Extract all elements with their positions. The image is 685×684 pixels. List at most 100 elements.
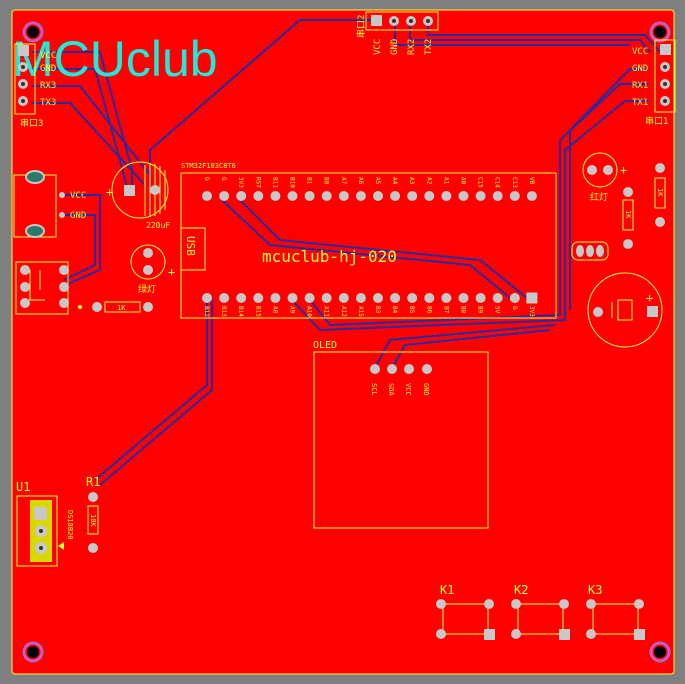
u1-sensor: U1 DS18B20: [16, 480, 74, 567]
mcu-pin-label: B14: [237, 306, 244, 317]
mcu-pin-pad: [373, 293, 383, 303]
uart2-pin-label: VCC: [373, 39, 383, 55]
mcu-pin-pad: [338, 293, 349, 303]
mcu-pin-label: VB: [528, 177, 535, 185]
power-pin-label: GND: [70, 211, 86, 221]
red-led: + 红灯: [582, 152, 627, 203]
mcu-pin-pad: [338, 191, 349, 201]
mcu-pin-pad: [526, 191, 537, 201]
uart1-pin-label: GND: [632, 64, 648, 74]
mcu-pin-label: B4: [391, 306, 398, 314]
mcu-pin-label: A9: [289, 306, 296, 314]
red-led-resistor: 1K: [622, 187, 634, 249]
uart3-label: 串口3: [20, 118, 43, 129]
mcu-pin-label: A8: [271, 306, 278, 314]
mcu-pin-pad: [458, 191, 469, 201]
mcu-pin-pad: [355, 191, 366, 201]
mcu-pin-label: 3V3: [237, 177, 244, 188]
mcu-pin-pad: [219, 293, 230, 303]
mcu-pin-pad: [526, 292, 538, 304]
led-resistor: 1K: [78, 301, 153, 313]
uart3-pin-label: RX3: [40, 81, 56, 91]
mcu-pin-pad: [304, 191, 315, 201]
u1-part: DS18B20: [66, 510, 74, 540]
u1-label: U1: [16, 480, 30, 494]
mcu-pin-pad: [321, 191, 332, 201]
mcu-pin-pad: [355, 293, 366, 303]
mcu-pin-label: A6: [357, 177, 364, 185]
r1-value: 10K: [89, 514, 97, 527]
mcu-pin-pad: [202, 191, 212, 201]
led-resistor-value: 1K: [117, 304, 126, 312]
mcu-pin-pad: [373, 191, 383, 201]
mcu-pin-label: B6: [425, 306, 432, 314]
mounting-holes: [22, 21, 671, 663]
mcu-pin-label: A5: [374, 177, 381, 185]
oled-display: OLED SCL SDA VCC GND: [313, 340, 489, 529]
capacitor-value: 220uF: [146, 221, 170, 230]
mcu-pin-pad: [304, 293, 315, 303]
mcu-pin-label: G: [203, 177, 210, 181]
uart1-pin-label: RX1: [632, 81, 648, 91]
mcu-pin-pad: [321, 293, 332, 303]
mcu-pin-label: B0: [323, 177, 330, 185]
board-title: mcuclub-hj-020: [262, 247, 397, 266]
mcu-pin-label: C15: [477, 177, 484, 188]
mcu-pin-pad: [253, 293, 264, 303]
uart2-pin-label: GND: [390, 39, 400, 55]
mcu-pin-label: B10: [289, 177, 296, 188]
red-resistor-value: 1K: [624, 210, 632, 219]
mcu-pin-label: B7: [442, 306, 449, 314]
mcu-pin-label: A15: [357, 306, 364, 317]
mcu-pin-pad: [407, 191, 418, 201]
mcu-pin-pad: [202, 293, 212, 303]
uart1-pin-label: VCC: [632, 47, 648, 57]
logo-text: MCUclub: [12, 31, 218, 87]
mcu-pin-pad: [219, 191, 230, 201]
uart2-header: VCC GND RX2 TX2 串口2: [356, 11, 439, 55]
r1-resistor: R1 10K: [86, 475, 100, 553]
capacitor: + 220uF: [106, 161, 170, 230]
mcu-pin-pad: [287, 191, 298, 201]
buzzer: +: [587, 272, 663, 348]
mcu-pin-label: B12: [203, 306, 210, 317]
mcu-pin-label: B9: [477, 306, 484, 314]
mcu-pin-label: 3V3: [528, 306, 535, 317]
power-pin-label: VCC: [70, 191, 86, 201]
mcu-pin-label: B11: [271, 177, 278, 188]
mcu-pin-label: B13: [220, 306, 227, 317]
key-label: K1: [440, 583, 454, 597]
key-k1: K1: [436, 583, 495, 640]
capacitor-plus: +: [106, 185, 113, 199]
mcu-pin-label: RST: [254, 177, 261, 188]
oled-pin-label: GND: [422, 383, 430, 396]
mcu-pin-label: A7: [340, 177, 347, 185]
right-resistor-value: 1K: [656, 188, 664, 197]
mcu-pin-label: B8: [460, 306, 467, 314]
uart3-pin-label: VCC: [40, 51, 56, 61]
key-k2: K2: [511, 583, 570, 640]
r1-label: R1: [86, 475, 100, 489]
mcu-pin-pad: [475, 293, 486, 303]
mcu-pin-label: A12: [340, 306, 347, 317]
mcu-pin-label: B15: [254, 306, 261, 317]
uart3-pin-label: GND: [40, 64, 56, 74]
mcu-pin-label: B5: [408, 306, 415, 314]
uart1-label: 串口1: [645, 116, 668, 127]
oled-pin-label: VCC: [404, 383, 412, 396]
mcu-pin-pad: [424, 191, 435, 201]
mcu-pin-label: A0: [460, 177, 467, 185]
red-led-label: 红灯: [590, 191, 608, 203]
uart2-pin-label: TX2: [424, 39, 434, 55]
mcu-pin-pad: [270, 293, 281, 303]
power-connector: VCC GND: [13, 170, 86, 238]
mcu-pin-pad: [509, 293, 520, 303]
green-led-label: 绿灯: [138, 283, 156, 295]
mcu-pin-label: B1: [306, 177, 313, 185]
mcu-pin-label: A10: [306, 306, 313, 317]
mcu-pin-pad: [475, 191, 486, 201]
mcu-pin-label: A1: [442, 177, 449, 185]
mcu-pin-pad: [441, 191, 452, 201]
